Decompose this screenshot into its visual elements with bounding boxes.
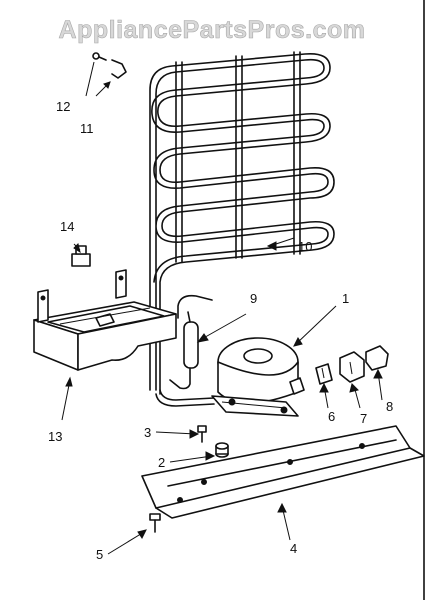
- screw-part-3: [197, 425, 207, 443]
- base-plate: [141, 425, 425, 519]
- compressor: [211, 337, 305, 417]
- callout-3: 3: [144, 425, 152, 440]
- relay-cover: [365, 345, 389, 371]
- callout-10: 10: [298, 239, 313, 254]
- callout-2: 2: [158, 455, 166, 470]
- callout-11: 11: [80, 121, 94, 136]
- callout-6: 6: [328, 409, 336, 424]
- screw-part-12: [92, 52, 107, 61]
- callout-7: 7: [360, 411, 368, 426]
- callout-12: 12: [56, 99, 71, 114]
- screw-part-5: [149, 513, 161, 533]
- valve-part-14: [71, 245, 91, 267]
- condenser-coil: [149, 51, 335, 407]
- callout-14: 14: [60, 219, 75, 234]
- callout-9: 9: [250, 291, 258, 306]
- callout-8: 8: [386, 399, 394, 414]
- callout-13: 13: [48, 429, 63, 444]
- callout-4: 4: [290, 541, 298, 556]
- callout-1: 1: [342, 291, 350, 306]
- leader-lines: [61, 61, 383, 555]
- filter-drier: [169, 294, 213, 390]
- overload-protector: [315, 363, 333, 385]
- grommet-part-2: [215, 442, 229, 458]
- clamp-part-11: [111, 59, 127, 79]
- start-relay: [339, 351, 365, 383]
- callout-5: 5: [96, 547, 104, 562]
- drain-pan: [33, 269, 177, 371]
